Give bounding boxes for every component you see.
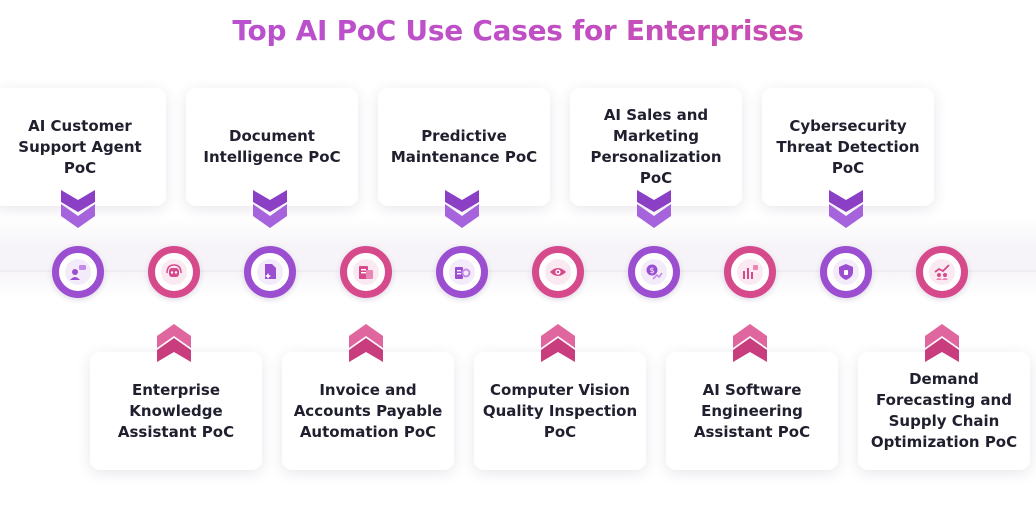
card-label: AI Customer Support Agent PoC	[18, 116, 142, 177]
card-label: Demand Forecasting and Supply Chain Opti…	[870, 370, 1018, 451]
card-label: Document Intelligence PoC	[203, 127, 341, 166]
card-enterprise-knowledge: Enterprise Knowledge Assistant PoC	[90, 352, 262, 470]
chevron-up-icon	[733, 324, 767, 362]
node-ai-customer-support	[52, 246, 104, 298]
robot-headset-icon	[166, 264, 182, 277]
card-label: AI Software Engineering Assistant PoC	[693, 380, 811, 441]
card-sales-marketing: AI Sales and Marketing Personalization P…	[570, 88, 742, 206]
node-enterprise-knowledge	[148, 246, 200, 298]
chevron-up-icon	[349, 324, 383, 362]
card-label: AI Sales and Marketing Personalization P…	[590, 106, 722, 187]
card-label: Invoice and Accounts Payable Automation …	[293, 380, 443, 441]
machine-gear-icon	[455, 267, 471, 279]
shield-circuit-icon	[839, 264, 853, 280]
card-invoice-automation: Invoice and Accounts Payable Automation …	[282, 352, 454, 470]
chevron-up-icon	[925, 324, 959, 362]
card-cybersecurity: Cybersecurity Threat Detection PoC	[762, 88, 934, 206]
page-title: Top AI PoC Use Cases for Enterprises	[0, 14, 1036, 47]
code-bars-icon	[743, 265, 758, 279]
card-predictive-maintenance: Predictive Maintenance PoC	[378, 88, 550, 206]
card-document-intelligence: Document Intelligence PoC	[186, 88, 358, 206]
chevron-up-icon	[157, 324, 191, 362]
card-label: Predictive Maintenance PoC	[390, 127, 538, 166]
node-document-intelligence	[244, 246, 296, 298]
node-software-engineering	[724, 246, 776, 298]
node-demand-forecasting	[916, 246, 968, 298]
card-ai-customer-support: AI Customer Support Agent PoC	[0, 88, 166, 206]
eye-scan-icon	[550, 268, 566, 276]
chevron-down-icon	[445, 190, 479, 228]
node-cybersecurity	[820, 246, 872, 298]
support-agent-chat-icon	[70, 265, 86, 280]
timeline-line	[0, 270, 1036, 272]
dollar-growth-icon: $	[646, 264, 663, 280]
people-chart-icon	[934, 264, 950, 280]
chevron-down-icon	[829, 190, 863, 228]
card-label: Computer Vision Quality Inspection PoC	[482, 380, 638, 441]
card-software-engineering: AI Software Engineering Assistant PoC	[666, 352, 838, 470]
node-predictive-maintenance	[436, 246, 488, 298]
node-computer-vision	[532, 246, 584, 298]
card-demand-forecasting: Demand Forecasting and Supply Chain Opti…	[858, 352, 1030, 470]
card-label: Cybersecurity Threat Detection PoC	[776, 116, 920, 177]
node-sales-marketing: $	[628, 246, 680, 298]
invoice-calculator-icon	[359, 266, 373, 279]
svg-text:$: $	[649, 266, 654, 275]
chevron-down-icon	[253, 190, 287, 228]
chevron-down-icon	[61, 190, 95, 228]
node-invoice-automation	[340, 246, 392, 298]
card-label: Enterprise Knowledge Assistant PoC	[117, 380, 235, 441]
chevron-up-icon	[541, 324, 575, 362]
document-sparkle-icon	[265, 264, 276, 279]
card-computer-vision: Computer Vision Quality Inspection PoC	[474, 352, 646, 470]
chevron-down-icon	[637, 190, 671, 228]
